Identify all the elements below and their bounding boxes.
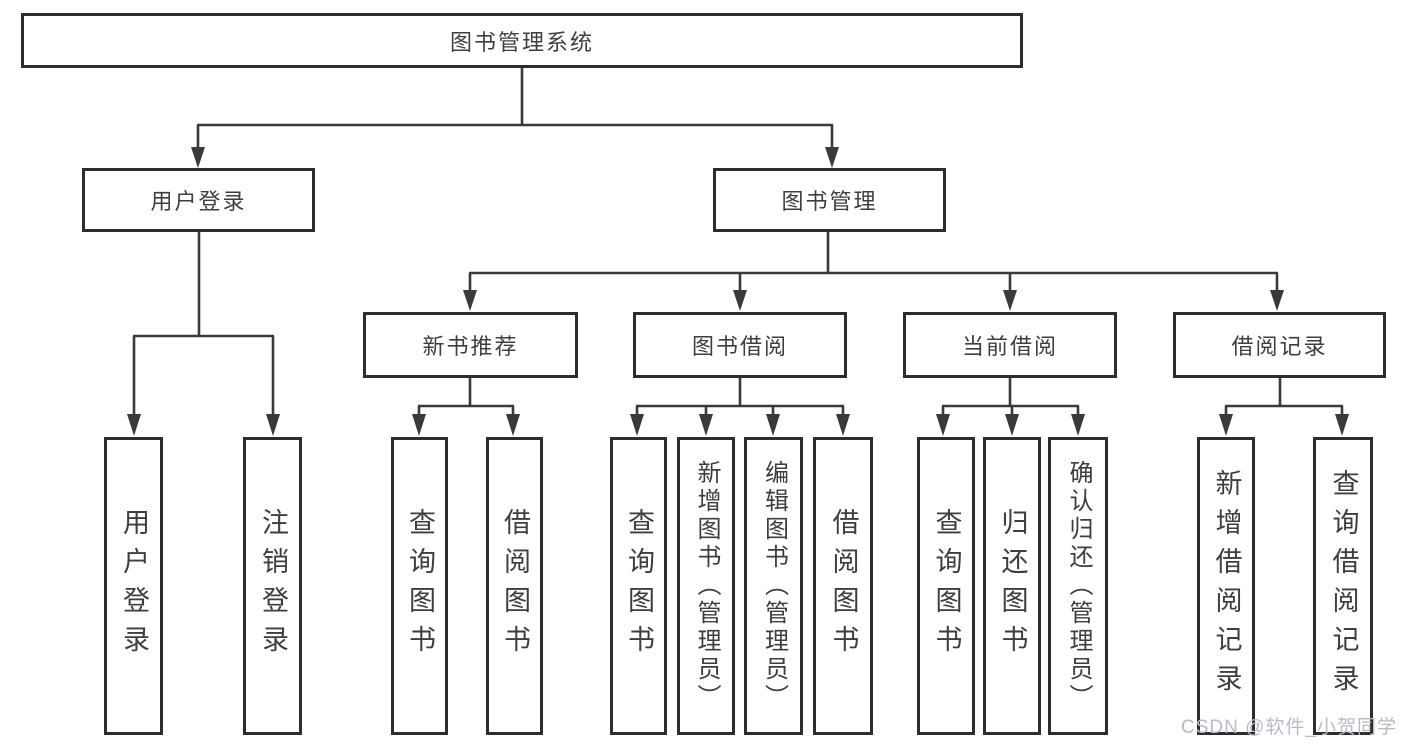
connector-root-to-level2 [191, 68, 839, 168]
node-book-borrowing-label: 图书借阅 [691, 334, 788, 359]
leaf-borrowing-edit-books-admin-label: 编辑图书（管理员） [760, 460, 788, 712]
leaf-current-confirm-return-admin: 确认归还（管理员） [1048, 437, 1108, 735]
node-root-label: 图书管理系统 [449, 29, 594, 55]
leaf-recommend-query-books-label: 查询图书 [405, 508, 435, 664]
connector-user-login-to-leaves [127, 232, 280, 436]
node-book-borrowing: 图书借阅 [633, 312, 847, 378]
connector-borrowing-to-leaves [630, 378, 850, 436]
leaf-current-confirm-return-admin-label: 确认归还（管理员） [1065, 460, 1092, 712]
leaf-user-login: 用户登录 [104, 437, 163, 735]
node-user-login-label: 用户登录 [150, 189, 247, 214]
leaf-borrowing-borrow-books-label: 借阅图书 [828, 508, 859, 664]
leaf-current-return-books: 归还图书 [983, 437, 1041, 735]
node-current-borrowing-label: 当前借阅 [961, 334, 1058, 359]
node-book-management: 图书管理 [713, 168, 946, 232]
leaf-current-return-books-label: 归还图书 [997, 508, 1028, 664]
leaf-recommend-borrow-books-label: 借阅图书 [500, 508, 530, 664]
leaf-records-query-record: 查询借阅记录 [1313, 437, 1373, 735]
node-borrowing-records: 借阅记录 [1173, 312, 1386, 378]
leaf-current-query-books-label: 查询图书 [931, 508, 962, 664]
node-borrowing-records-label: 借阅记录 [1231, 334, 1328, 359]
leaf-user-login-label: 用户登录 [119, 508, 149, 664]
leaf-borrowing-add-books-admin: 新增图书（管理员） [677, 437, 735, 735]
connector-records-to-leaves [1219, 378, 1349, 436]
connector-recommend-to-leaves [412, 378, 520, 436]
node-new-book-recommend-label: 新书推荐 [422, 334, 519, 359]
leaf-borrowing-query-books: 查询图书 [610, 437, 667, 735]
leaf-borrowing-query-books-label: 查询图书 [624, 508, 654, 664]
watermark: CSDN @软件_小贺同学 [1181, 717, 1397, 738]
leaf-current-query-books: 查询图书 [917, 437, 975, 735]
leaf-records-add-record: 新增借阅记录 [1197, 437, 1255, 735]
leaf-recommend-query-books: 查询图书 [391, 437, 448, 735]
leaf-borrowing-edit-books-admin: 编辑图书（管理员） [744, 437, 803, 735]
leaf-borrowing-add-books-admin-label: 新增图书（管理员） [693, 460, 720, 712]
leaf-records-add-record-label: 新增借阅记录 [1211, 469, 1242, 703]
leaf-borrowing-borrow-books: 借阅图书 [813, 437, 873, 735]
leaf-recommend-borrow-books: 借阅图书 [486, 437, 543, 735]
leaf-logout: 注销登录 [243, 437, 302, 735]
node-new-book-recommend: 新书推荐 [363, 312, 578, 378]
node-root: 图书管理系统 [21, 13, 1023, 68]
leaf-records-query-record-label: 查询借阅记录 [1328, 469, 1359, 703]
connector-book-management-to-level3 [463, 232, 1284, 311]
node-current-borrowing: 当前借阅 [903, 312, 1117, 378]
leaf-logout-label: 注销登录 [258, 508, 288, 664]
connector-current-to-leaves [936, 378, 1085, 436]
node-user-login: 用户登录 [82, 168, 315, 232]
node-book-management-label: 图书管理 [781, 189, 878, 214]
